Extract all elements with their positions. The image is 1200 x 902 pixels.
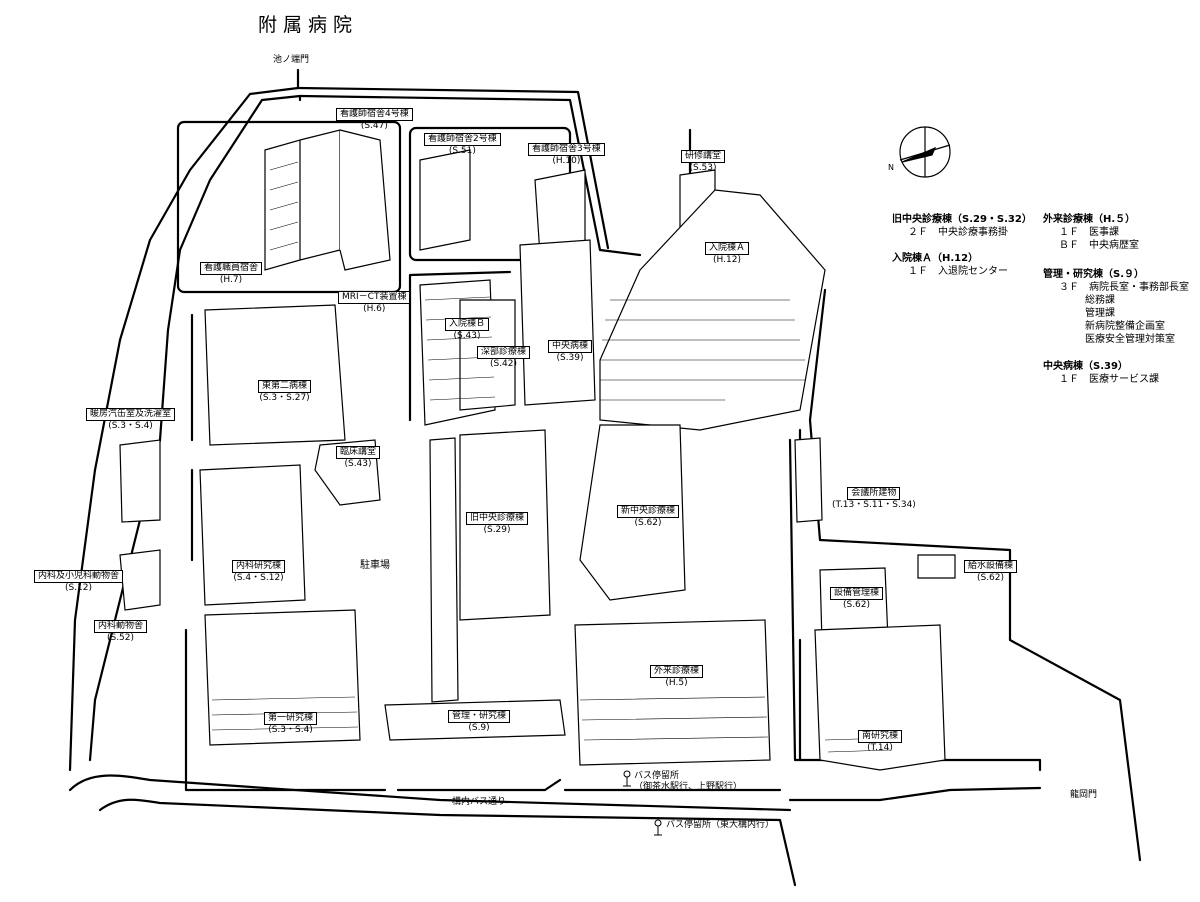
compass-icon — [899, 126, 951, 178]
building-label-animal-int: 内科動物舎(S.52) — [94, 620, 148, 644]
building-label-meeting: 会議所建物(T.13・S.11・S.34) — [832, 487, 916, 510]
building-label-central-ward: 中央病棟(S.39) — [548, 340, 593, 364]
building-label-clinical: 臨床講堂(S.43) — [336, 446, 381, 470]
perimeter-north-outer — [296, 86, 610, 250]
gate-east: 龍岡門 — [1070, 790, 1098, 800]
road-label: 構内バス通り — [452, 797, 507, 807]
building-label-deep: 深部診療棟(S.42) — [477, 346, 531, 370]
legend-admin: 管理・研究棟（S.９） ３Ｆ 病院長室・事務部長室 総務課 管理課 新病院整備企… — [1043, 269, 1189, 345]
parking-label: 駐車場 — [360, 560, 390, 571]
legend-outpatient: 外来診療棟（H.５） １Ｆ 医事課 ＢＦ 中央病歴室 — [1043, 214, 1139, 251]
building-label-ward-b: 入院棟Ｂ(S.43) — [445, 318, 490, 342]
building-label-new-central: 新中央診療棟(S.62) — [617, 505, 680, 529]
building-label-nurse3: 看護師宿舎3号棟(H.10) — [528, 143, 605, 167]
bldg-ward-a — [599, 189, 826, 431]
bldg-nurse2 — [419, 149, 471, 251]
bus-stop-label: バス停留所（御茶水駅行、上野駅行） — [634, 771, 743, 792]
floor-lines-nurse4 — [269, 161, 299, 251]
bldg-heating — [119, 439, 161, 523]
building-label-heating: 暖房汽缶室及洗濯室(S.3・S.4) — [86, 408, 176, 432]
perimeter-east — [808, 288, 1142, 862]
bldg-old-central — [459, 429, 551, 621]
building-label-ward-a: 入院棟Ａ(H.12) — [705, 242, 750, 266]
building-label-outpatient: 外来診療棟(H.5) — [650, 665, 704, 689]
building-label-training: 研修講堂(S.53) — [681, 150, 726, 174]
bldg-nurse4-b — [339, 129, 391, 271]
south-east-road — [788, 786, 1042, 802]
legend-old-central: 旧中央診療棟（S.29・S.32） ２Ｆ 中央診療事務掛 — [892, 214, 1032, 238]
building-label-first-lab: 第一研究棟(S.3・S.4) — [264, 712, 318, 736]
south-road-top — [68, 774, 792, 812]
bus-stop-icon — [623, 770, 631, 787]
bldg-outpatient — [574, 619, 771, 766]
gate-north: 池ノ端門 — [273, 55, 310, 65]
building-label-admin: 管理・研究棟(S.9) — [448, 710, 511, 734]
bldg-nurse4 — [264, 129, 341, 271]
building-label-equipment: 設備管理棟(S.62) — [830, 587, 884, 611]
bldg-first-lab — [204, 609, 361, 746]
legend-ward-a: 入院棟Ａ（H.12） １Ｆ 入退院センター — [892, 253, 1008, 277]
building-label-nurse4: 看護師宿舎4号棟(S.47) — [336, 108, 413, 132]
bldg-central-core — [429, 437, 459, 703]
building-label-old-central: 旧中央診療棟(S.29) — [466, 512, 529, 536]
floor-lines-ward-a — [600, 299, 805, 401]
compound-west-wing — [184, 313, 387, 792]
bus-stop-icon — [654, 819, 662, 836]
bldg-south-lab — [814, 624, 946, 771]
building-label-animal-ped: 内科及小児科動物舎(S.12) — [34, 570, 124, 594]
bus-stop-label: バス停留所（東大構内行） — [666, 820, 775, 830]
compass-north-label: N — [888, 163, 894, 172]
building-label-mri: MRI－CT装置棟(H.6) — [338, 291, 411, 315]
perimeter-west-inner — [88, 94, 302, 762]
building-label-south-lab: 南研究棟(T.14) — [858, 730, 903, 754]
bldg-animal-ped — [119, 549, 161, 611]
compound-nurse4 — [176, 120, 402, 294]
page-title: 附属病院 — [258, 14, 359, 36]
south-road-bottom — [98, 798, 797, 887]
legend-central-ward: 中央病棟（S.39） １Ｆ 医療サービス課 — [1043, 361, 1159, 385]
floor-lines-outpatient — [579, 696, 769, 741]
building-label-internal-lab: 内科研究棟(S.4・S.12) — [232, 560, 286, 583]
compound-admin-south — [396, 778, 782, 792]
bldg-meeting — [794, 437, 823, 523]
building-label-nurse-staff: 看護職員宿舎(H.7) — [200, 262, 263, 286]
building-label-water: 給水設備棟(S.62) — [964, 560, 1018, 584]
bldg-internal-lab — [199, 464, 306, 606]
building-label-east2: 東第二病棟(S.3・S.27) — [258, 380, 312, 403]
bldg-water — [917, 554, 956, 579]
building-label-nurse2: 看護師宿舎2号棟(S.51) — [424, 133, 501, 157]
bldg-east2 — [204, 304, 346, 446]
bldg-central-ward — [519, 239, 596, 406]
